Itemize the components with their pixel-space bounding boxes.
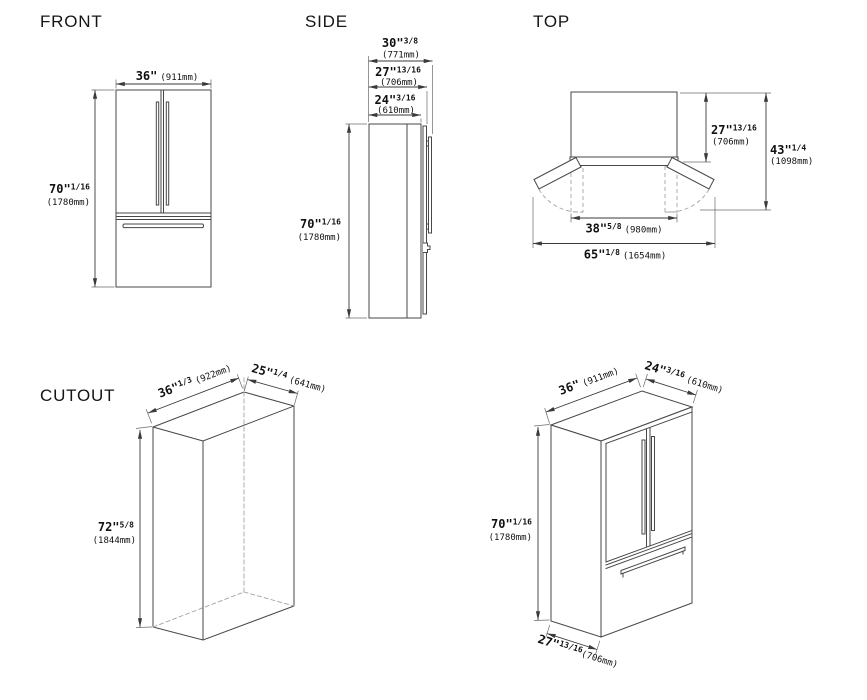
side-depth-handle-mm: (771mm) — [382, 51, 420, 61]
cutout-height-dim-mm: (1844mm) — [93, 536, 136, 546]
iso-right-door-handle — [651, 436, 655, 531]
right-door-open-90-outline — [664, 165, 678, 213]
front-view: FRONT 36"(911mm) 70"1/16 (1780mm) — [40, 12, 212, 288]
iso-height-dim-mm: (1780mm) — [489, 533, 532, 543]
side-depth-door-label: 27"13/16 — [375, 65, 421, 79]
cutout-height-dimension: 72"5/8 (1844mm) — [93, 426, 153, 628]
fridge-top-body — [570, 91, 678, 158]
left-door-open — [533, 156, 582, 190]
side-view: SIDE 30"3/8 (771mm) 27"13/16 (706mm) 24"… — [298, 12, 433, 319]
side-depth-handle-label: 30"3/8 — [382, 36, 418, 50]
iso-width-dim-label: 36"(911mm) — [557, 363, 621, 398]
iso-bottom-depth-dim-label: 27"13/16(706mm) — [536, 632, 620, 671]
side-door-profile — [422, 125, 427, 315]
cutout-box-drawing — [152, 377, 295, 641]
front-height-dim-label: 70"1/16 — [49, 182, 90, 196]
fridge-top-front-strip — [569, 156, 679, 166]
top-width-dimensions: 38"5/8(980mm) 65"1/8(1654mm) — [532, 197, 716, 262]
side-view-title: SIDE — [305, 12, 348, 31]
iso-left-door-handle — [641, 439, 646, 535]
side-depth-dimensions: 30"3/8 (771mm) 27"13/16 (706mm) 24"3/16 … — [368, 36, 433, 134]
iso-drawer-handle — [620, 546, 686, 575]
iso-height-dimension: 70"1/16 (1780mm) — [489, 424, 550, 621]
front-height-dim-mm: (1780mm) — [47, 198, 90, 208]
left-door-open-90-outline — [570, 165, 584, 213]
top-depth-open-mm: (1098mm) — [770, 157, 813, 167]
front-height-dimension: 70"1/16 (1780mm) — [47, 89, 115, 288]
front-width-dim-label: 36"(911mm) — [136, 69, 199, 83]
top-depth-door-mm: (706mm) — [712, 138, 750, 148]
top-depth-dimensions: 27"13/16 (706mm) 43"1/4 (1098mm) — [680, 92, 813, 211]
top-view-title: TOP — [533, 12, 570, 31]
cutout-view: CUTOUT 36"1/3(922mm) 25"1/4(641mm) — [40, 360, 328, 641]
side-fridge-drawing — [368, 123, 432, 319]
top-width-between-doors-label: 38"5/8(980mm) — [585, 222, 662, 236]
isometric-view: 36"(911mm) 24"3/16(610mm) 70"1/16 (1780m… — [489, 358, 725, 671]
front-drawer-handle — [122, 223, 204, 229]
side-door-handle-profile — [428, 136, 432, 234]
top-fridge-drawing — [533, 91, 715, 190]
cutout-depth-dim-label: 25"1/4(641mm) — [250, 361, 328, 395]
cutout-width-dim-label: 36"1/3(922mm) — [156, 360, 233, 401]
left-door-swing-arc — [538, 189, 584, 213]
cutout-depth-dimension: 25"1/4(641mm) — [243, 361, 328, 406]
side-height-dimension: 70"1/16 (1780mm) — [298, 123, 367, 319]
right-door-swing-arc — [664, 189, 710, 213]
side-drawer-handle-profile — [422, 242, 431, 253]
right-door-open — [666, 156, 715, 190]
fridge-side-body — [368, 123, 422, 319]
top-door-swing — [538, 165, 710, 213]
iso-depth-dim-label: 24"3/16(610mm) — [643, 358, 725, 396]
top-width-doors-open-label: 65"1/8(1654mm) — [584, 248, 667, 262]
front-view-title: FRONT — [40, 12, 103, 31]
front-left-door-handle — [155, 101, 160, 206]
top-depth-open-label: 43"1/4 — [770, 143, 806, 157]
iso-left-face — [550, 424, 602, 638]
side-height-dim-label: 70"1/16 — [300, 217, 341, 231]
side-height-dim-mm: (1780mm) — [298, 233, 341, 243]
side-depth-body-mm: (610mm) — [377, 106, 415, 116]
cutout-box-silhouette — [152, 391, 295, 641]
side-depth-door-mm: (706mm) — [380, 78, 418, 88]
front-right-door-handle — [165, 101, 170, 206]
cutout-height-dim-label: 72"5/8 — [98, 520, 134, 534]
side-depth-body-label: 24"3/16 — [375, 93, 416, 107]
top-depth-door-label: 27"13/16 — [711, 123, 757, 137]
iso-height-dim-label: 70"1/16 — [491, 517, 532, 531]
top-view: TOP 27"13/16 (706mm) 43"1/4 (1098mm) — [532, 12, 813, 262]
iso-fridge-drawing — [549, 390, 694, 638]
front-fridge-drawing — [115, 89, 212, 288]
cutout-view-title: CUTOUT — [40, 386, 115, 405]
front-width-dimension: 36"(911mm) — [115, 69, 212, 89]
